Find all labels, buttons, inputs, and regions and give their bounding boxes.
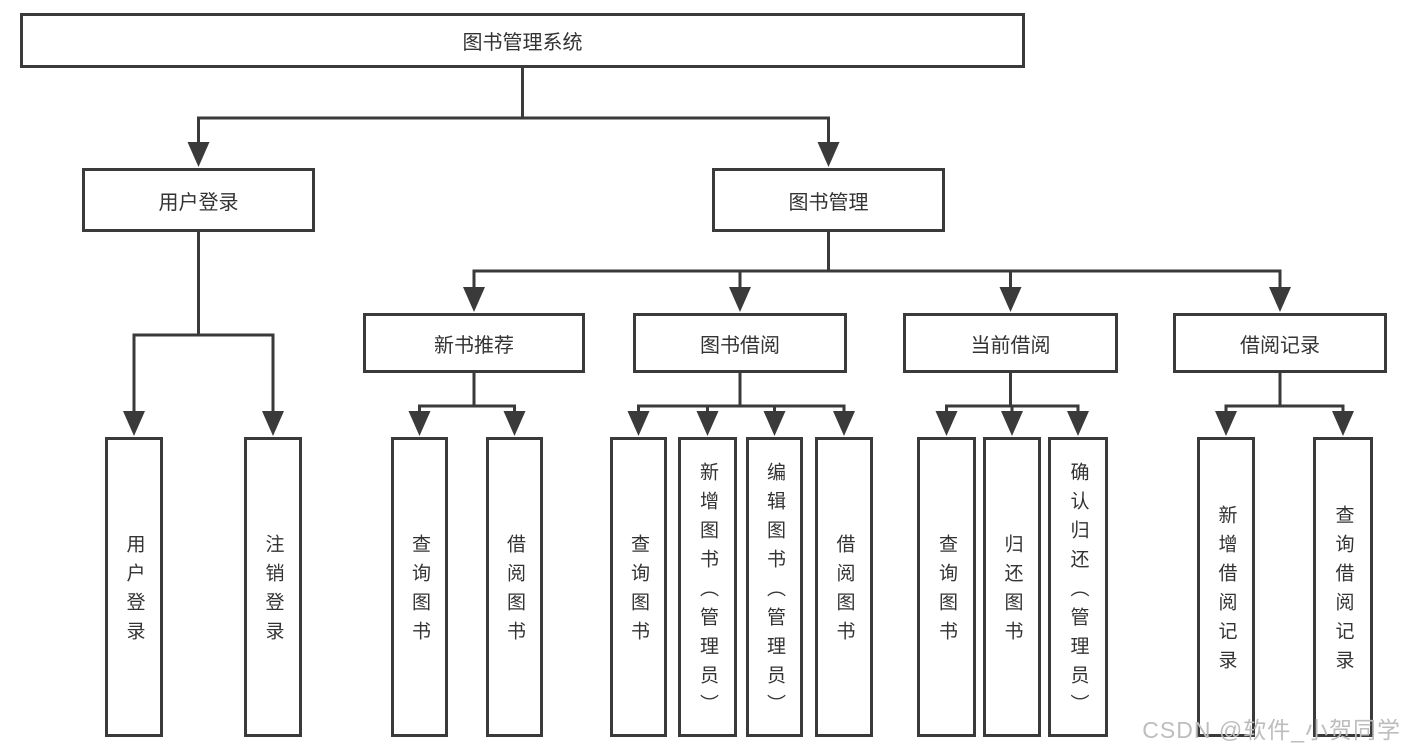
arrowhead-icon [935,411,958,436]
arrowhead-icon [503,411,526,436]
node-label-root: 图书管理系统 [462,32,583,54]
node-label-login-user: 用户登录 [123,534,145,650]
node-label-recd-query: 查询借阅记录 [1332,505,1354,679]
arrowhead-icon [187,142,210,167]
node-label-cur: 当前借阅 [970,334,1051,357]
arrowhead-icon [123,411,145,436]
node-label-recd: 借阅记录 [1240,334,1320,357]
node-rec: 新书推荐 [363,313,585,373]
node-cur-return: 归还图书 [983,437,1041,737]
node-bor-query: 查询图书 [610,437,667,737]
node-label-cur-query: 查询图书 [936,534,957,650]
node-recd-add: 新增借阅记录 [1197,437,1255,737]
node-rec-query: 查询图书 [391,437,448,737]
node-label-bor-borrow: 借阅图书 [833,534,855,650]
node-bor-edit: 编辑图书（管理员） [746,437,803,737]
node-label-rec-borrow: 借阅图书 [504,534,525,650]
watermark-text: CSDN @软件_小贺同学 [1142,717,1401,743]
arrowhead-icon [408,411,431,436]
node-root: 图书管理系统 [20,13,1025,68]
node-rec-borrow: 借阅图书 [486,437,543,737]
node-label-recd-add: 新增借阅记录 [1215,505,1237,679]
node-label-cur-confirm: 确认归还（管理员） [1067,461,1089,723]
node-login-user: 用户登录 [105,437,163,737]
node-mgmt: 图书管理 [712,168,945,232]
arrowhead-icon [763,411,786,436]
node-bor-borrow: 借阅图书 [815,437,873,737]
node-cur-query: 查询图书 [917,437,976,737]
node-cur-confirm: 确认归还（管理员） [1048,437,1108,737]
arrowhead-icon [1332,411,1354,436]
node-label-rec-query: 查询图书 [409,534,430,650]
arrowhead-icon [1067,411,1089,436]
node-bor: 图书借阅 [633,313,847,373]
arrowhead-icon [817,142,840,167]
node-label-login-out: 注销登录 [262,534,284,650]
node-recd: 借阅记录 [1173,313,1387,373]
node-recd-query: 查询借阅记录 [1313,437,1373,737]
arrowhead-icon [627,411,650,436]
node-label-cur-return: 归还图书 [1001,534,1023,650]
node-login: 用户登录 [82,168,315,232]
node-bor-add: 新增图书（管理员） [678,437,737,737]
node-label-bor-edit: 编辑图书（管理员） [764,461,785,723]
arrowhead-icon [833,411,855,436]
node-label-bor-add: 新增图书（管理员） [697,461,718,723]
arrowhead-icon [1001,411,1023,436]
arrowhead-icon [1269,287,1291,312]
node-label-mgmt: 图书管理 [788,191,869,214]
arrowhead-icon [696,411,719,436]
node-label-bor-query: 查询图书 [628,534,649,650]
arrowhead-icon [729,287,751,312]
node-label-rec: 新书推荐 [434,334,514,357]
arrowhead-icon [999,287,1022,312]
node-cur: 当前借阅 [903,313,1118,373]
node-label-bor: 图书借阅 [700,334,780,357]
node-login-out: 注销登录 [244,437,302,737]
arrowhead-icon [463,287,485,312]
arrowhead-icon [262,411,284,436]
arrowhead-icon [1215,411,1237,436]
node-label-login: 用户登录 [158,191,239,214]
